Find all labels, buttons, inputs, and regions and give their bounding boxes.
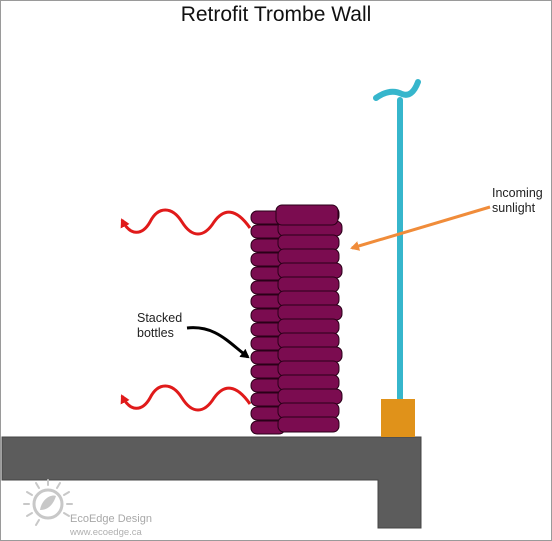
bottle-body [277, 360, 340, 377]
stacked-bottles-label-line-2: bottles [137, 326, 174, 340]
bottle-body [277, 304, 343, 321]
bottle-body [277, 234, 340, 251]
floor-slab [1, 436, 422, 529]
bottle-stack [250, 204, 343, 435]
stacked-bottles-label-line-1: Stacked [137, 311, 183, 325]
sun-leaf-logo-icon [23, 479, 73, 526]
stacked-bottles-label: Stacked bottles [137, 311, 182, 341]
incoming-sunlight-label-line-1: Incoming [492, 186, 543, 200]
brand-name: EcoEdge Design [70, 513, 152, 525]
glazing-pole-hook [373, 79, 421, 101]
bottle-body [277, 318, 340, 335]
sunlight-arrow [350, 205, 491, 251]
incoming-sunlight-label-line-2: sunlight [492, 201, 536, 215]
bottle-body [277, 416, 340, 433]
bottle-body [277, 276, 340, 293]
bottle-body [277, 346, 343, 363]
pole-base [381, 399, 415, 437]
bottle-body [277, 402, 340, 419]
brand-url: www.ecoedge.ca [70, 527, 142, 538]
bottle-body [277, 262, 343, 279]
bottle-body [275, 204, 339, 226]
bottle-body [277, 374, 340, 391]
bottle-body [277, 332, 340, 349]
heat-arrow-bottom [120, 384, 252, 412]
diagram-title: Retrofit Trombe Wall [180, 3, 372, 26]
bottle-body [277, 248, 340, 265]
bottle-body [277, 388, 343, 405]
bottle-body [277, 290, 340, 307]
bottles-pointer-arrow [186, 326, 250, 359]
incoming-sunlight-label: Incoming sunlight [492, 186, 543, 216]
heat-arrow-top [120, 208, 252, 236]
